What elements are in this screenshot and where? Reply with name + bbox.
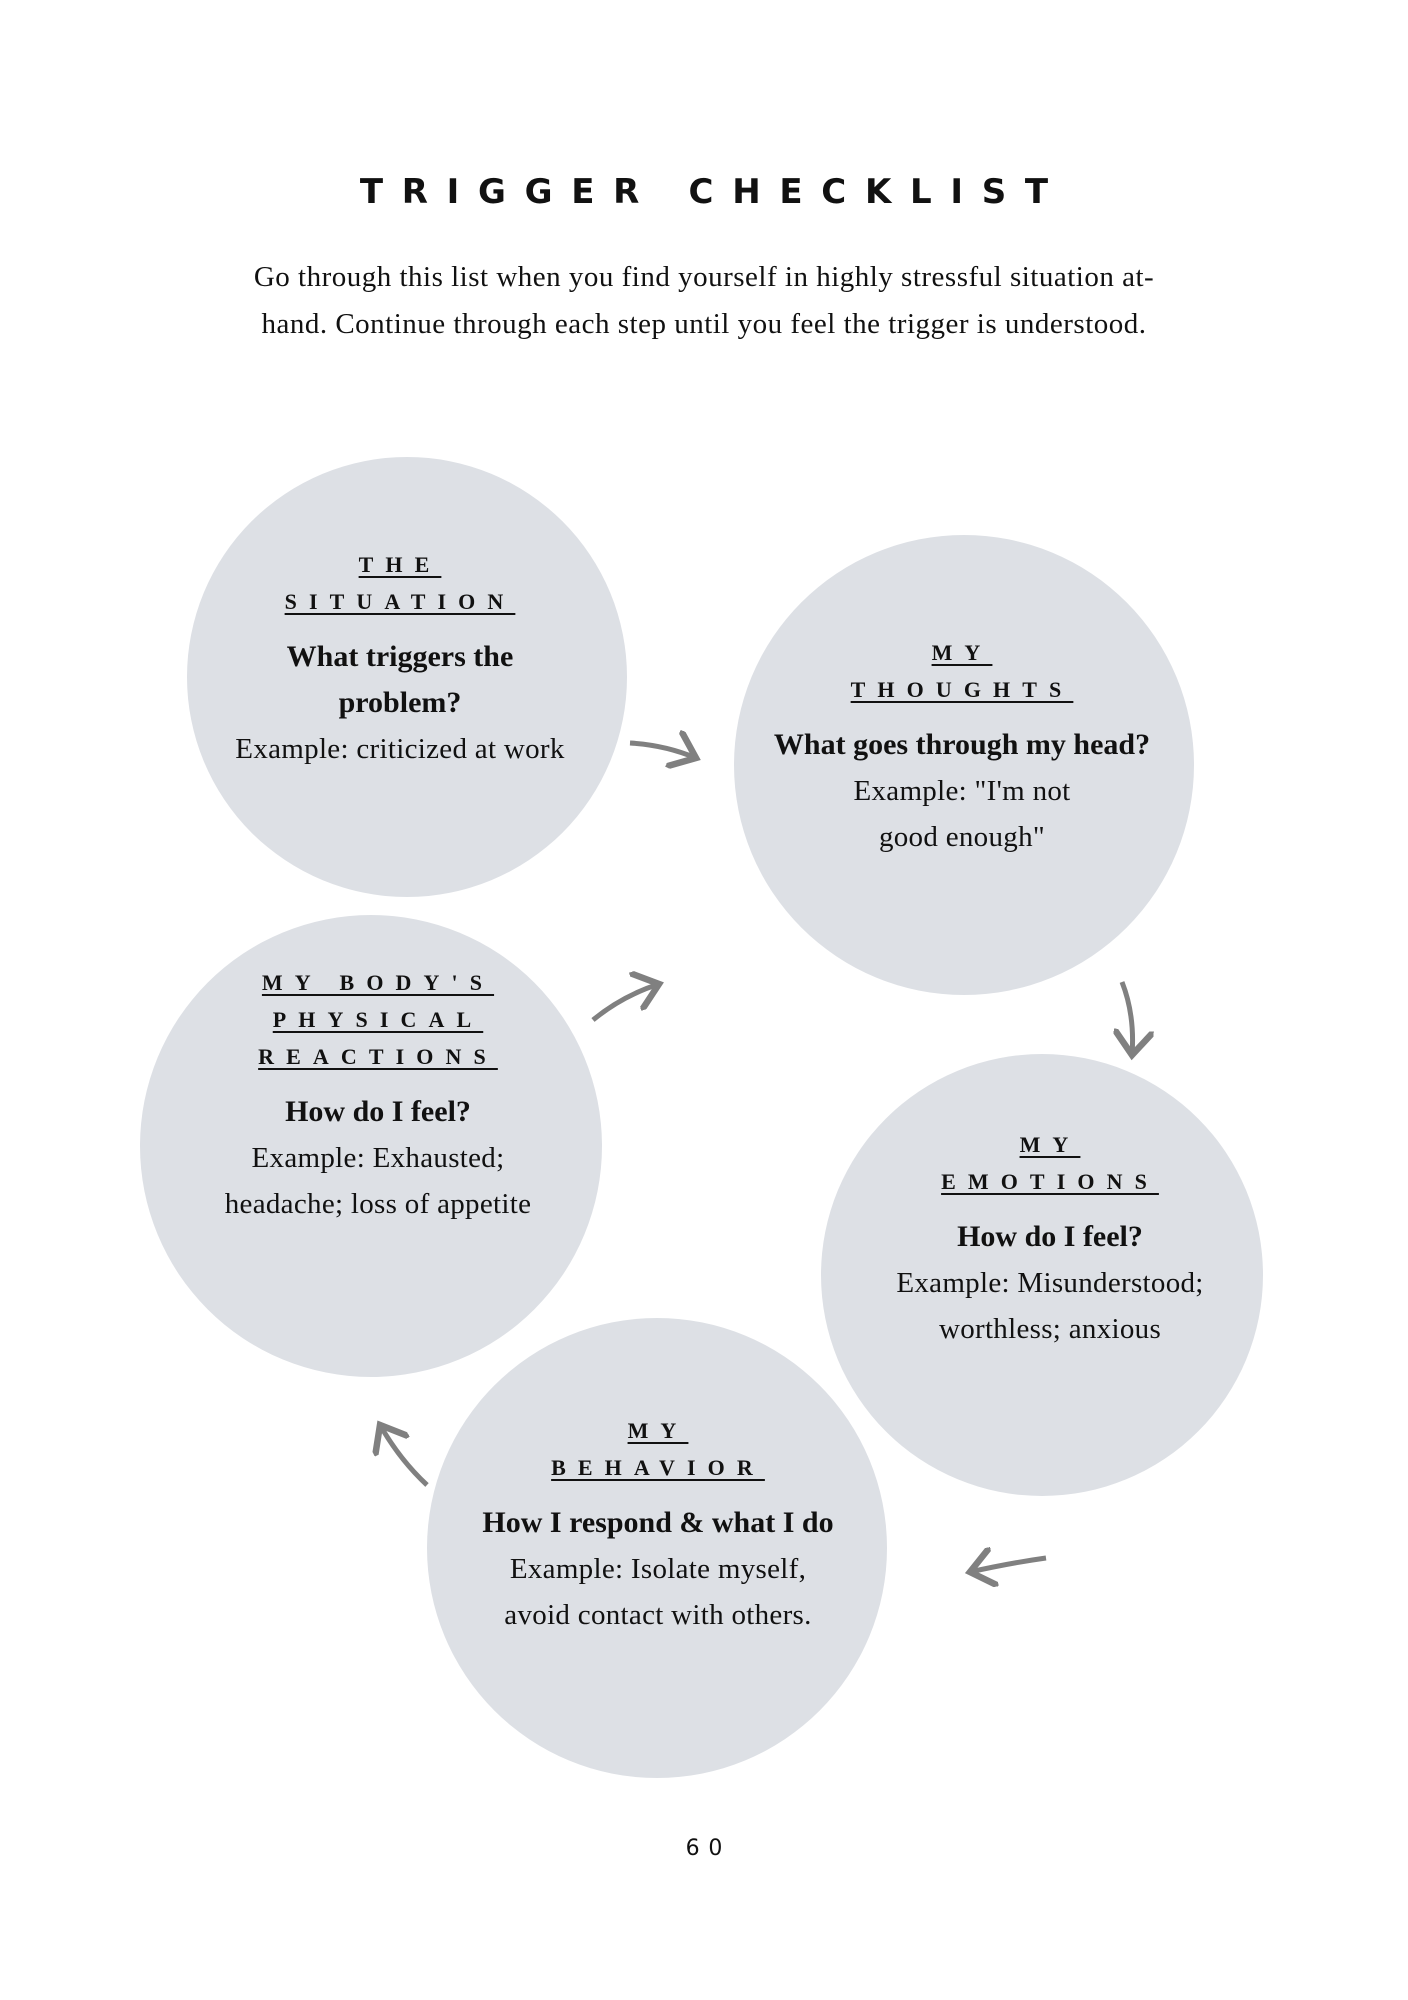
page-number: 60 bbox=[685, 1836, 732, 1861]
circle-thoughts bbox=[734, 535, 1194, 995]
arrow-icon bbox=[629, 743, 696, 758]
step-heading: THOUGHTS bbox=[850, 677, 1074, 702]
circle-body bbox=[140, 915, 602, 1377]
step-question: What goes through my head? bbox=[773, 728, 1151, 761]
page-title: TRIGGER CHECKLIST bbox=[359, 172, 1067, 212]
step-emotions: MY EMOTIONS How do I feel? Example: Misu… bbox=[896, 1126, 1203, 1352]
arrow-icon bbox=[591, 984, 659, 1022]
circle-behavior bbox=[427, 1318, 887, 1778]
arrow-icon bbox=[380, 1425, 429, 1487]
arrow-icon bbox=[970, 1558, 1047, 1572]
step-example: avoid contact with others. bbox=[504, 1599, 812, 1631]
circle-situation bbox=[187, 457, 627, 897]
step-question: problem? bbox=[338, 686, 462, 719]
step-situation: THE SITUATION What triggers the problem?… bbox=[235, 546, 564, 772]
step-heading: MY BODY'S bbox=[261, 970, 495, 995]
step-question: How do I feel? bbox=[285, 1095, 471, 1128]
step-example: worthless; anxious bbox=[938, 1313, 1162, 1345]
step-example: Example: Exhausted; bbox=[251, 1142, 505, 1174]
step-heading: BEHAVIOR bbox=[551, 1455, 765, 1480]
step-heading: PHYSICAL bbox=[272, 1007, 484, 1032]
step-heading: THE bbox=[358, 552, 442, 577]
step-example: good enough" bbox=[878, 821, 1046, 853]
step-heading: SITUATION bbox=[284, 589, 516, 614]
step-question: How do I feel? bbox=[957, 1220, 1143, 1253]
arrow-icon bbox=[1122, 981, 1133, 1055]
intro-line: Go through this list when you find yours… bbox=[253, 261, 1155, 293]
step-heading: EMOTIONS bbox=[941, 1169, 1159, 1194]
step-example: Example: "I'm not bbox=[853, 775, 1071, 807]
circle-emotions bbox=[821, 1054, 1263, 1496]
step-heading: MY bbox=[627, 1418, 689, 1443]
step-heading: MY bbox=[1019, 1132, 1081, 1157]
step-body-reactions: MY BODY'S PHYSICAL REACTIONS How do I fe… bbox=[225, 964, 532, 1227]
step-example: Example: Misunderstood; bbox=[896, 1267, 1204, 1299]
step-thoughts: MY THOUGHTS What goes through my head? E… bbox=[774, 634, 1150, 860]
step-question: What triggers the bbox=[286, 640, 514, 673]
step-behavior: MY BEHAVIOR How I respond & what I do Ex… bbox=[482, 1412, 833, 1638]
step-question: How I respond & what I do bbox=[482, 1506, 834, 1539]
step-heading: MY bbox=[931, 640, 993, 665]
step-example: headache; loss of appetite bbox=[224, 1188, 532, 1220]
step-example: Example: criticized at work bbox=[235, 733, 565, 765]
step-example: Example: Isolate myself, bbox=[509, 1553, 807, 1585]
intro-line: hand. Continue through each step until y… bbox=[261, 308, 1147, 340]
intro-text: Go through this list when you find yours… bbox=[150, 254, 1258, 348]
step-heading: REACTIONS bbox=[258, 1044, 498, 1069]
